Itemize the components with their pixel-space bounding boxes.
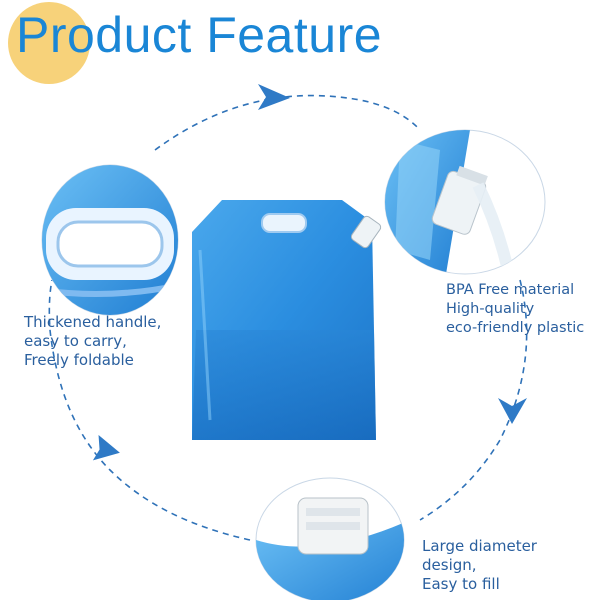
feature-line: easy to carry, [24, 332, 127, 350]
feature-cap-text: Large diameter design, Easy to fill [422, 537, 537, 594]
feature-line: Easy to fill [422, 575, 500, 593]
feature-line: Thickened handle, [24, 313, 162, 331]
title-accent-circle [8, 2, 90, 84]
water-bag-icon [192, 200, 382, 440]
cap-closeup-icon [255, 477, 405, 600]
feature-line: design, [422, 556, 477, 574]
feature-line: eco-friendly plastic [446, 320, 585, 336]
feature-line: Freely foldable [24, 351, 134, 369]
arrow-icon [92, 84, 527, 461]
feature-line: Large diameter [422, 537, 537, 555]
dashed-cycle-path [48, 94, 528, 541]
feature-handle-text: Thickened handle, easy to carry, Freely … [24, 313, 161, 370]
handle-closeup-icon [41, 164, 179, 316]
feature-line: BPA Free material [446, 282, 575, 298]
feature-material-text: BPA Free material High-quality eco-frien… [446, 281, 584, 338]
feature-line: High-quality [446, 301, 535, 317]
spout-closeup-icon [384, 129, 546, 275]
page-title: Product Feature [16, 7, 383, 63]
